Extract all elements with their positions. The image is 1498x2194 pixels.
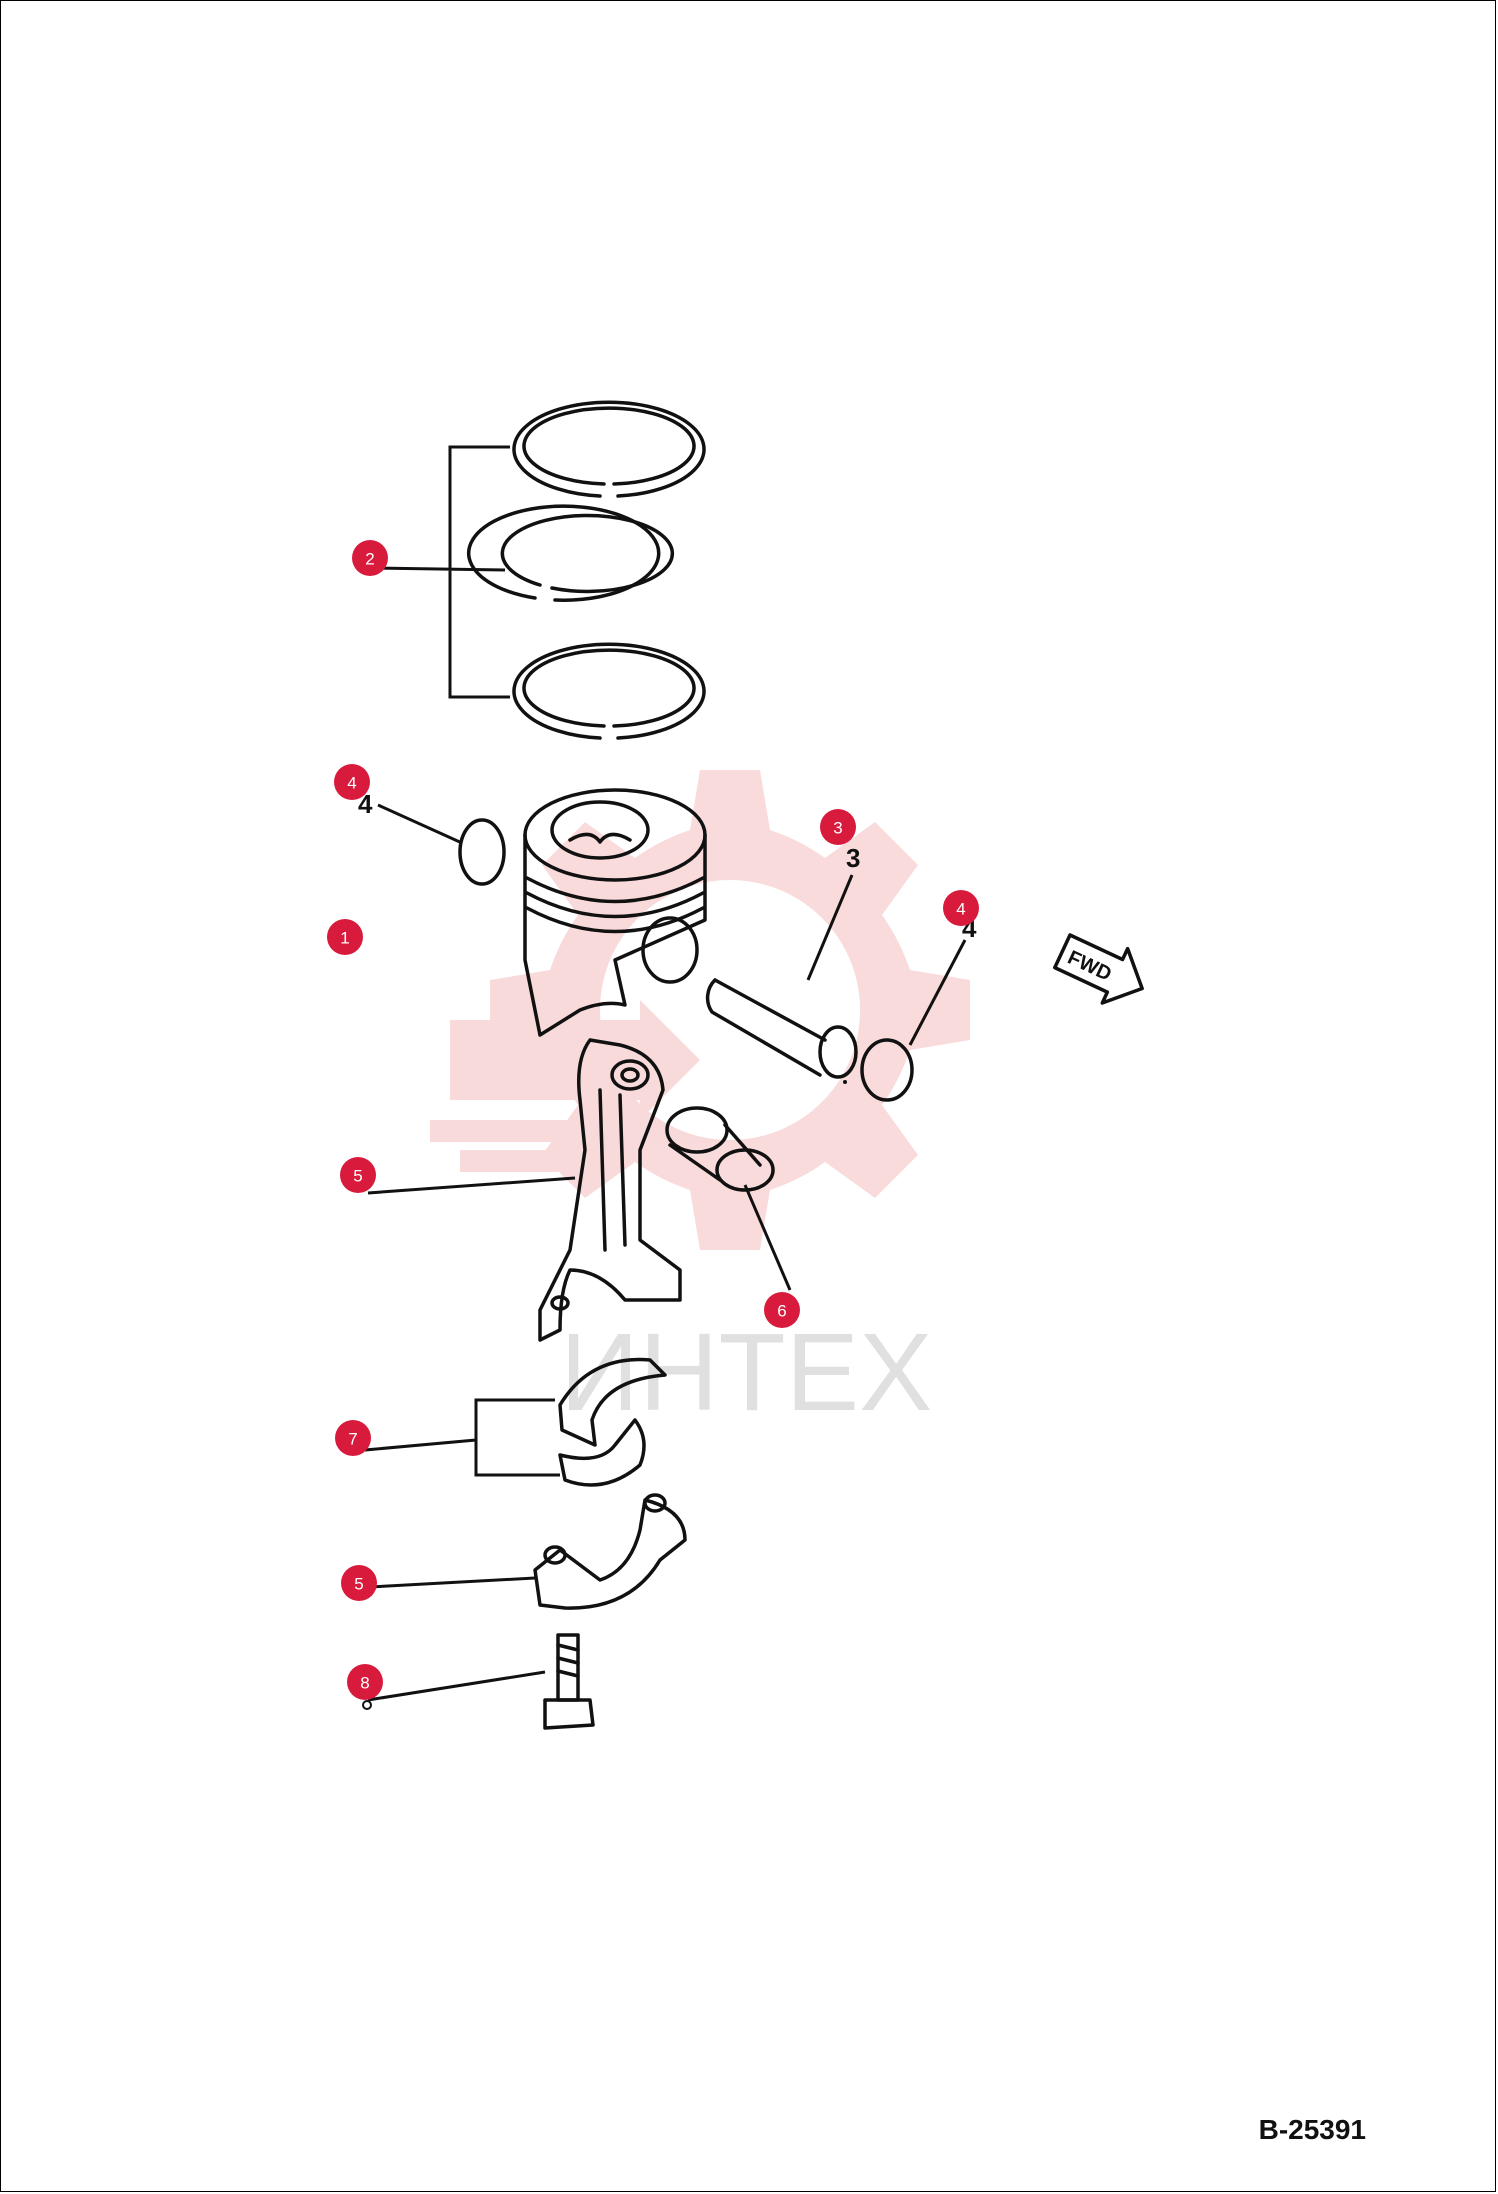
callout-5-cap[interactable]: 5 <box>341 1565 377 1601</box>
svg-text:4: 4 <box>956 900 965 919</box>
watermark-logo <box>430 770 970 1250</box>
snap-ring-right <box>860 1038 914 1102</box>
connecting-rod <box>538 1038 682 1342</box>
svg-text:7: 7 <box>348 1430 357 1449</box>
piston <box>523 788 707 1037</box>
callout-3[interactable]: 3 <box>820 809 856 845</box>
watermark-text: ИНТЕХ <box>560 1311 932 1434</box>
bushing <box>665 1106 775 1192</box>
bearing-bracket <box>364 1398 560 1477</box>
callout-7[interactable]: 7 <box>335 1420 371 1456</box>
callout-5-rod[interactable]: 5 <box>340 1157 376 1193</box>
bolt <box>543 1633 595 1730</box>
piston-rings <box>466 400 706 740</box>
svg-text:3: 3 <box>833 819 842 838</box>
callout-8[interactable]: 8 <box>347 1664 383 1700</box>
svg-text:8: 8 <box>360 1674 369 1693</box>
svg-text:1: 1 <box>340 929 349 948</box>
callout-4-right[interactable]: 4 <box>943 890 979 926</box>
snap-ring-left <box>458 818 506 886</box>
callout-1[interactable]: 1 <box>327 919 363 955</box>
svg-text:6: 6 <box>777 1302 786 1321</box>
fwd-arrow-icon: FWD <box>1053 933 1144 1005</box>
drawing-code: B-25391 <box>1258 2114 1366 2145</box>
callout-2[interactable]: 2 <box>352 540 388 576</box>
rod-cap <box>533 1493 687 1610</box>
piston-pin <box>705 978 858 1079</box>
svg-text:2: 2 <box>365 550 374 569</box>
bearing-shells <box>558 1357 667 1487</box>
svg-text:5: 5 <box>353 1167 362 1186</box>
svg-text:4: 4 <box>347 774 356 793</box>
callout-6[interactable]: 6 <box>764 1292 800 1328</box>
svg-text:5: 5 <box>354 1575 363 1594</box>
rings-bracket <box>369 445 510 699</box>
printed-number-3: 3 <box>846 843 860 873</box>
callout-4-left[interactable]: 4 <box>334 764 370 800</box>
